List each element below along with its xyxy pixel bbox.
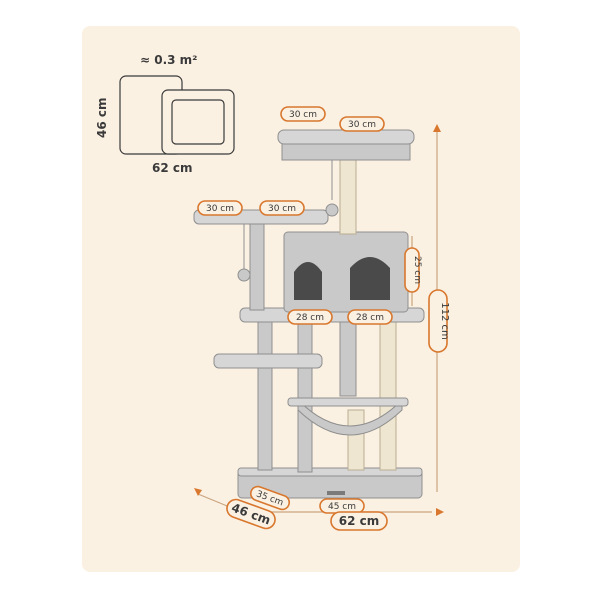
mid-right-pill bbox=[259, 200, 305, 216]
center-sisal-post bbox=[347, 409, 365, 471]
top-right-pill bbox=[339, 116, 385, 132]
condo-hole-left bbox=[294, 262, 322, 300]
toy-ball-top bbox=[325, 203, 339, 217]
total-height-label: 112 cm bbox=[439, 302, 450, 340]
measurement-labels: 30 cm 30 cm 30 cm 30 cm 25 cm 28 cm 28 c… bbox=[197, 106, 450, 531]
front-left-post bbox=[297, 319, 313, 473]
footprint-inner-outline bbox=[171, 99, 225, 145]
base-depth-pill bbox=[249, 485, 291, 511]
top-platform-right-label: 30 cm bbox=[348, 120, 376, 130]
upper-left-post bbox=[249, 219, 265, 311]
top-perch-rim bbox=[277, 129, 415, 145]
overall-depth-pill bbox=[226, 498, 276, 530]
hammock bbox=[297, 398, 403, 436]
mid-platform-right-label: 30 cm bbox=[268, 204, 296, 214]
mid-platform-left-label: 30 cm bbox=[206, 204, 234, 214]
depth-arrow bbox=[194, 488, 202, 496]
condo-left-pill bbox=[287, 309, 333, 325]
base-logo bbox=[327, 491, 345, 495]
right-sisal-post bbox=[379, 319, 397, 471]
overall-width-pill bbox=[330, 511, 388, 531]
condo-left-width-label: 28 cm bbox=[296, 313, 324, 323]
width-arrow bbox=[436, 508, 444, 516]
top-left-pill bbox=[280, 106, 326, 122]
area-label: ≈ 0.3 m² bbox=[140, 53, 197, 67]
depth-line bbox=[197, 493, 233, 509]
top-platform-left-label: 30 cm bbox=[289, 110, 317, 120]
condo-height-label: 25 cm bbox=[412, 256, 422, 284]
footprint-base-outline bbox=[161, 89, 235, 155]
total-height-pill bbox=[428, 289, 448, 353]
toy-ball-left bbox=[237, 268, 251, 282]
center-plush-post bbox=[339, 315, 357, 397]
lower-step-platform bbox=[213, 353, 323, 369]
base-width-label: 45 cm bbox=[328, 502, 356, 512]
hammock-rim bbox=[287, 397, 409, 407]
footprint-depth-label: 46 cm bbox=[95, 98, 109, 139]
left-post bbox=[257, 319, 273, 471]
overall-width-label: 62 cm bbox=[339, 514, 380, 528]
top-sisal-post bbox=[339, 159, 357, 235]
condo-hole-right bbox=[350, 257, 390, 300]
footprint-width-label: 62 cm bbox=[152, 161, 193, 175]
mid-left-pill bbox=[197, 200, 243, 216]
condo-right-width-label: 28 cm bbox=[356, 313, 384, 323]
condo-right-pill bbox=[347, 309, 393, 325]
condo-height-pill bbox=[404, 247, 420, 293]
footprint-diagram: ≈ 0.3 m² 46 cm 62 cm bbox=[95, 53, 235, 175]
total-height-arrow-top bbox=[433, 124, 441, 132]
base-top-surface bbox=[237, 467, 423, 477]
